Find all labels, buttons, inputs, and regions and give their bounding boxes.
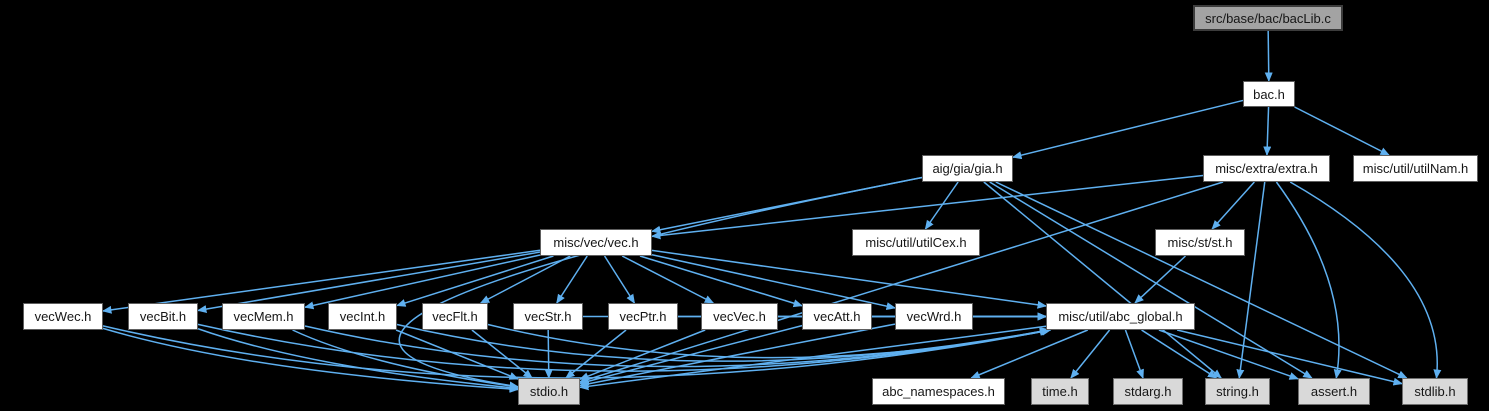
node-vecint[interactable]: vecInt.h: [328, 303, 397, 330]
edge-vecint-to-abcglobal: [396, 323, 1050, 362]
edge-abcglobal-to-assert: [1158, 329, 1299, 380]
edge-vecwec-to-stdio: [102, 327, 519, 393]
node-vec[interactable]: misc/vec/vec.h: [540, 229, 652, 256]
node-stdlib: stdlib.h: [1402, 378, 1468, 405]
node-vecwec[interactable]: vecWec.h: [23, 303, 103, 330]
edge-bac-to-gia: [1012, 99, 1244, 160]
node-vecwrd[interactable]: vecWrd.h: [895, 303, 973, 330]
edge-extra-to-stdio: [579, 181, 1224, 384]
node-vecbit[interactable]: vecBit.h: [128, 303, 198, 330]
edge-vec-to-vecvec: [621, 255, 715, 304]
edge-gia-to-utilcex: [924, 181, 959, 230]
edge-abcglobal-to-stdio: [579, 325, 1047, 391]
edge-abcglobal-to-abcnamespaces: [970, 329, 1089, 379]
node-string: string.h: [1205, 378, 1270, 405]
node-abcglobal[interactable]: misc/util/abc_global.h: [1046, 303, 1195, 330]
edge-vec-to-vecatt: [639, 255, 803, 308]
node-abcnamespaces[interactable]: abc_namespaces.h: [872, 378, 1005, 405]
edge-extra-to-st: [1211, 181, 1255, 230]
edge-baclib-to-bac: [1264, 30, 1273, 82]
edge-vec-to-vecint: [396, 255, 554, 307]
node-vecstr[interactable]: vecStr.h: [513, 303, 583, 330]
node-utilcex[interactable]: misc/util/utilCex.h: [852, 229, 980, 256]
edge-vecflt-to-stdio: [471, 329, 533, 379]
edge-abcglobal-to-stdlib: [1176, 329, 1403, 386]
edge-vec-to-vecbit: [197, 251, 541, 314]
edge-vec-to-abcglobal: [651, 249, 1047, 309]
node-vecflt[interactable]: vecFlt.h: [422, 303, 488, 330]
edge-vec-to-vecmem: [304, 254, 541, 310]
node-utilnam[interactable]: misc/util/utilNam.h: [1353, 155, 1478, 182]
edge-gia-to-stdlib: [995, 181, 1408, 379]
edge-vecatt-to-stdio: [579, 324, 803, 386]
edge-vecwec-to-abcglobal: [102, 325, 1052, 379]
edge-vecwrd-to-stdio: [579, 323, 896, 388]
node-baclib: src/base/bac/bacLib.c: [1193, 5, 1343, 31]
edge-vec-to-vecwrd: [651, 254, 896, 311]
edge-st-to-abcglobal: [1134, 255, 1187, 304]
edge-gia-to-string: [983, 181, 1222, 379]
edge-vecvec-to-stdio: [579, 329, 706, 380]
edge-vec-to-vecwec: [102, 249, 541, 314]
edge-vec-to-vecptr: [603, 255, 636, 304]
edge-abcglobal-to-stdarg: [1124, 329, 1144, 379]
node-vecmem[interactable]: vecMem.h: [222, 303, 305, 330]
edge-vecint-to-stdio: [395, 329, 519, 380]
node-stdarg: stdarg.h: [1113, 378, 1183, 405]
node-gia[interactable]: aig/gia/gia.h: [922, 155, 1013, 182]
edge-vecstr-to-stdio: [544, 329, 553, 379]
node-vecvec[interactable]: vecVec.h: [701, 303, 778, 330]
edge-vec-to-vecstr: [556, 255, 588, 304]
edge-vecbit-to-stdio: [197, 328, 519, 392]
edge-vecptr-to-stdio: [565, 329, 627, 379]
edge-extra-to-vec: [651, 174, 1204, 240]
node-extra[interactable]: misc/extra/extra.h: [1203, 155, 1330, 182]
node-assert: assert.h: [1298, 378, 1370, 405]
node-bac[interactable]: bac.h: [1243, 81, 1295, 107]
node-vecptr[interactable]: vecPtr.h: [608, 303, 678, 330]
node-st[interactable]: misc/st/st.h: [1155, 229, 1245, 256]
node-stdio: stdio.h: [518, 378, 580, 405]
edge-gia-to-assert: [989, 181, 1313, 379]
node-vecatt[interactable]: vecAtt.h: [802, 303, 872, 330]
edge-vecflt-to-abcglobal: [487, 323, 1052, 359]
edge-extra-to-stdlib: [1289, 181, 1442, 379]
edge-abcglobal-to-string: [1141, 329, 1218, 379]
edge-vecmem-to-stdio: [292, 329, 519, 390]
edge-extra-to-assert: [1275, 181, 1342, 379]
edge-bac-to-extra: [1263, 106, 1272, 156]
node-time: time.h: [1031, 378, 1089, 405]
edge-bac-to-utilnam: [1294, 106, 1390, 156]
edge-abcglobal-to-time: [1070, 329, 1111, 379]
edge-vec-to-vecflt: [479, 255, 571, 304]
